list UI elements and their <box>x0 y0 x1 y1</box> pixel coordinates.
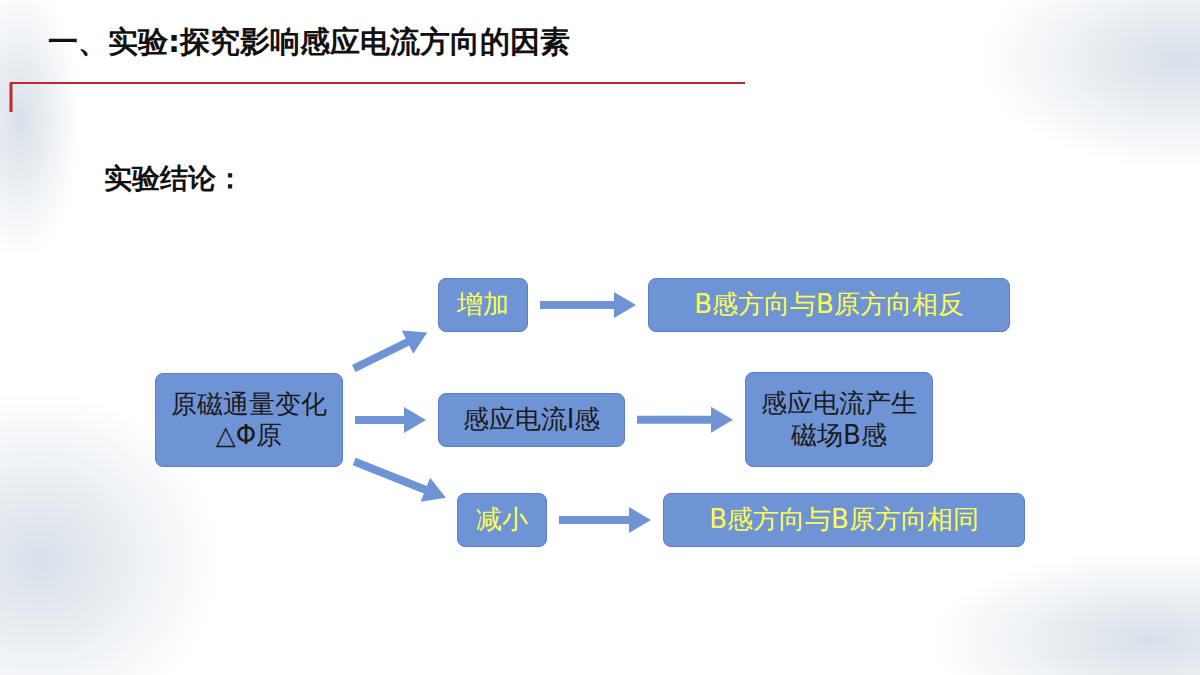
section-label: 实验结论： <box>104 160 244 198</box>
box-text: 感应电流产生磁场B感 <box>756 388 922 450</box>
flow-arrow <box>354 330 427 368</box>
box-text: B感方向与B原方向相反 <box>694 289 964 320</box>
slide-title: 一、实验:探究影响感应电流方向的因素 <box>48 22 570 63</box>
arrow-head <box>614 292 636 318</box>
flow-arrow <box>540 292 636 318</box>
flow-arrow <box>354 462 446 502</box>
title-underline <box>10 82 745 84</box>
mist <box>980 0 1200 170</box>
process-box: B感方向与B原方向相同 <box>663 493 1025 547</box>
arrow-shaft <box>559 516 631 524</box>
arrow-head <box>402 330 427 353</box>
box-text: 原磁通量变化△Φ原 <box>166 389 332 451</box>
box-text: 减小 <box>476 504 528 535</box>
mist <box>930 550 1200 675</box>
flow-arrow <box>355 407 426 433</box>
arrow-shaft <box>354 341 410 368</box>
arrow-head <box>421 478 446 502</box>
arrow-head <box>629 507 651 533</box>
box-text: 增加 <box>457 289 509 320</box>
process-box: 感应电流产生磁场B感 <box>745 372 933 467</box>
flow-arrow <box>559 507 651 533</box>
arrow-shaft <box>355 416 406 424</box>
title-bar <box>10 83 13 112</box>
arrow-shaft <box>354 462 427 491</box>
box-text: 感应电流I感 <box>463 404 601 435</box>
arrow-head <box>711 407 733 433</box>
process-box: 减小 <box>457 493 547 547</box>
arrow-shaft <box>637 416 713 424</box>
process-box: 感应电流I感 <box>438 393 625 447</box>
process-box: 原磁通量变化△Φ原 <box>155 373 343 467</box>
process-box: B感方向与B原方向相反 <box>648 278 1010 332</box>
process-box: 增加 <box>438 278 528 332</box>
arrow-shaft <box>540 301 616 309</box>
arrow-head <box>404 407 426 433</box>
box-text: B感方向与B原方向相同 <box>709 504 979 535</box>
flow-arrow <box>637 407 733 433</box>
